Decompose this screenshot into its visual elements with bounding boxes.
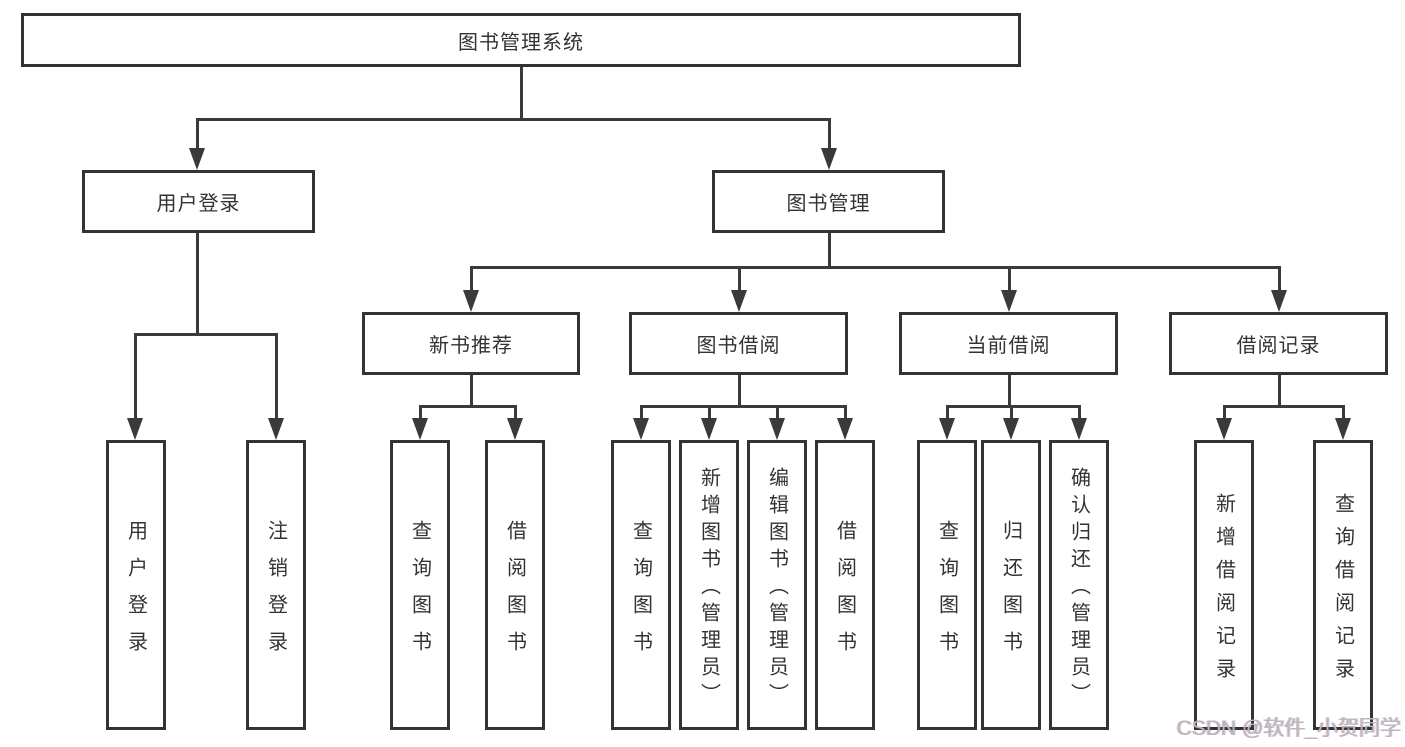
- arrow-down-icon: [821, 148, 837, 170]
- arrow-down-icon: [1071, 418, 1087, 440]
- node-label: 用户登录: [156, 193, 241, 215]
- node-label: 查询借阅记录: [1331, 492, 1354, 691]
- arrow-down-icon: [939, 418, 955, 440]
- leaf-add-borrow-record: 新增借阅记录: [1194, 440, 1254, 730]
- node-label: 新书推荐: [429, 335, 513, 357]
- connector: [196, 118, 199, 150]
- node-label: 借阅图书: [503, 519, 526, 668]
- node-root: 图书管理系统: [21, 13, 1021, 67]
- node-book-borrow: 图书借阅: [629, 312, 848, 375]
- connector: [844, 405, 847, 419]
- arrow-down-icon: [507, 418, 523, 440]
- arrow-down-icon: [769, 418, 785, 440]
- leaf-user-login: 用户登录: [106, 440, 166, 730]
- leaf-query-borrow-record: 查询借阅记录: [1313, 440, 1373, 730]
- node-label: 查询图书: [408, 519, 431, 668]
- arrow-down-icon: [731, 290, 747, 312]
- connector: [946, 405, 1080, 408]
- node-label: 借阅图书: [833, 519, 856, 668]
- node-label: 图书管理系统: [458, 31, 584, 54]
- connector: [1223, 405, 1344, 408]
- node-label: 编辑图书（管理员）: [765, 467, 788, 710]
- connector: [640, 405, 846, 408]
- connector: [134, 333, 137, 419]
- node-label: 图书借阅: [696, 335, 781, 357]
- arrow-down-icon: [412, 418, 428, 440]
- node-user-login: 用户登录: [82, 170, 315, 233]
- leaf-query-books-current: 查询图书: [917, 440, 977, 730]
- connector: [828, 233, 831, 268]
- connector: [1278, 374, 1281, 407]
- arrow-down-icon: [837, 418, 853, 440]
- node-label: 当前借阅: [966, 335, 1051, 357]
- arrow-down-icon: [268, 418, 284, 440]
- connector: [275, 333, 278, 419]
- arrow-down-icon: [189, 148, 205, 170]
- leaf-return-books: 归还图书: [981, 440, 1041, 730]
- node-label: 查询图书: [629, 519, 652, 668]
- connector: [1223, 405, 1226, 419]
- arrow-down-icon: [1001, 290, 1017, 312]
- leaf-edit-books-admin: 编辑图书（管理员）: [747, 440, 807, 730]
- connector: [196, 233, 199, 334]
- leaf-query-books: 查询图书: [611, 440, 671, 730]
- node-label: 新增借阅记录: [1212, 492, 1235, 691]
- connector: [419, 405, 516, 408]
- connector: [470, 266, 473, 292]
- connector: [1342, 405, 1345, 419]
- node-new-book-recommend: 新书推荐: [362, 312, 580, 375]
- connector: [514, 405, 517, 419]
- arrow-down-icon: [1003, 418, 1019, 440]
- arrow-down-icon: [701, 418, 717, 440]
- node-label: 借阅记录: [1236, 335, 1321, 357]
- node-borrow-records: 借阅记录: [1169, 312, 1388, 375]
- leaf-query-books-recommend: 查询图书: [390, 440, 450, 730]
- connector: [470, 374, 473, 407]
- leaf-logout: 注销登录: [246, 440, 306, 730]
- connector: [738, 266, 741, 292]
- watermark: CSDN @软件_小贺同学: [1176, 717, 1401, 740]
- connector: [1010, 405, 1013, 419]
- arrow-down-icon: [633, 418, 649, 440]
- node-label: 新增图书（管理员）: [697, 467, 720, 710]
- connector: [1008, 266, 1011, 292]
- node-label: 图书管理: [786, 193, 871, 215]
- connector: [1278, 266, 1281, 292]
- node-current-borrow: 当前借阅: [899, 312, 1118, 375]
- arrow-down-icon: [463, 290, 479, 312]
- node-label: 注销登录: [264, 519, 287, 668]
- node-label: 归还图书: [999, 519, 1022, 668]
- leaf-confirm-return-admin: 确认归还（管理员）: [1049, 440, 1109, 730]
- node-label: 用户登录: [124, 519, 147, 668]
- connector: [134, 333, 278, 336]
- node-book-management: 图书管理: [712, 170, 945, 233]
- connector: [1008, 374, 1011, 407]
- connector: [708, 405, 711, 419]
- connector: [776, 405, 779, 419]
- connector: [196, 118, 831, 121]
- connector: [946, 405, 949, 419]
- leaf-borrow-books-recommend: 借阅图书: [485, 440, 545, 730]
- connector: [470, 266, 1280, 269]
- connector: [738, 374, 741, 407]
- leaf-add-books-admin: 新增图书（管理员）: [679, 440, 739, 730]
- connector: [520, 67, 523, 120]
- leaf-borrow-books: 借阅图书: [815, 440, 875, 730]
- arrow-down-icon: [127, 418, 143, 440]
- arrow-down-icon: [1335, 418, 1351, 440]
- connector: [828, 118, 831, 150]
- connector: [419, 405, 422, 419]
- arrow-down-icon: [1216, 418, 1232, 440]
- arrow-down-icon: [1271, 290, 1287, 312]
- connector: [1078, 405, 1081, 419]
- node-label: 查询图书: [935, 519, 958, 668]
- node-label: 确认归还（管理员）: [1067, 467, 1090, 710]
- connector: [640, 405, 643, 419]
